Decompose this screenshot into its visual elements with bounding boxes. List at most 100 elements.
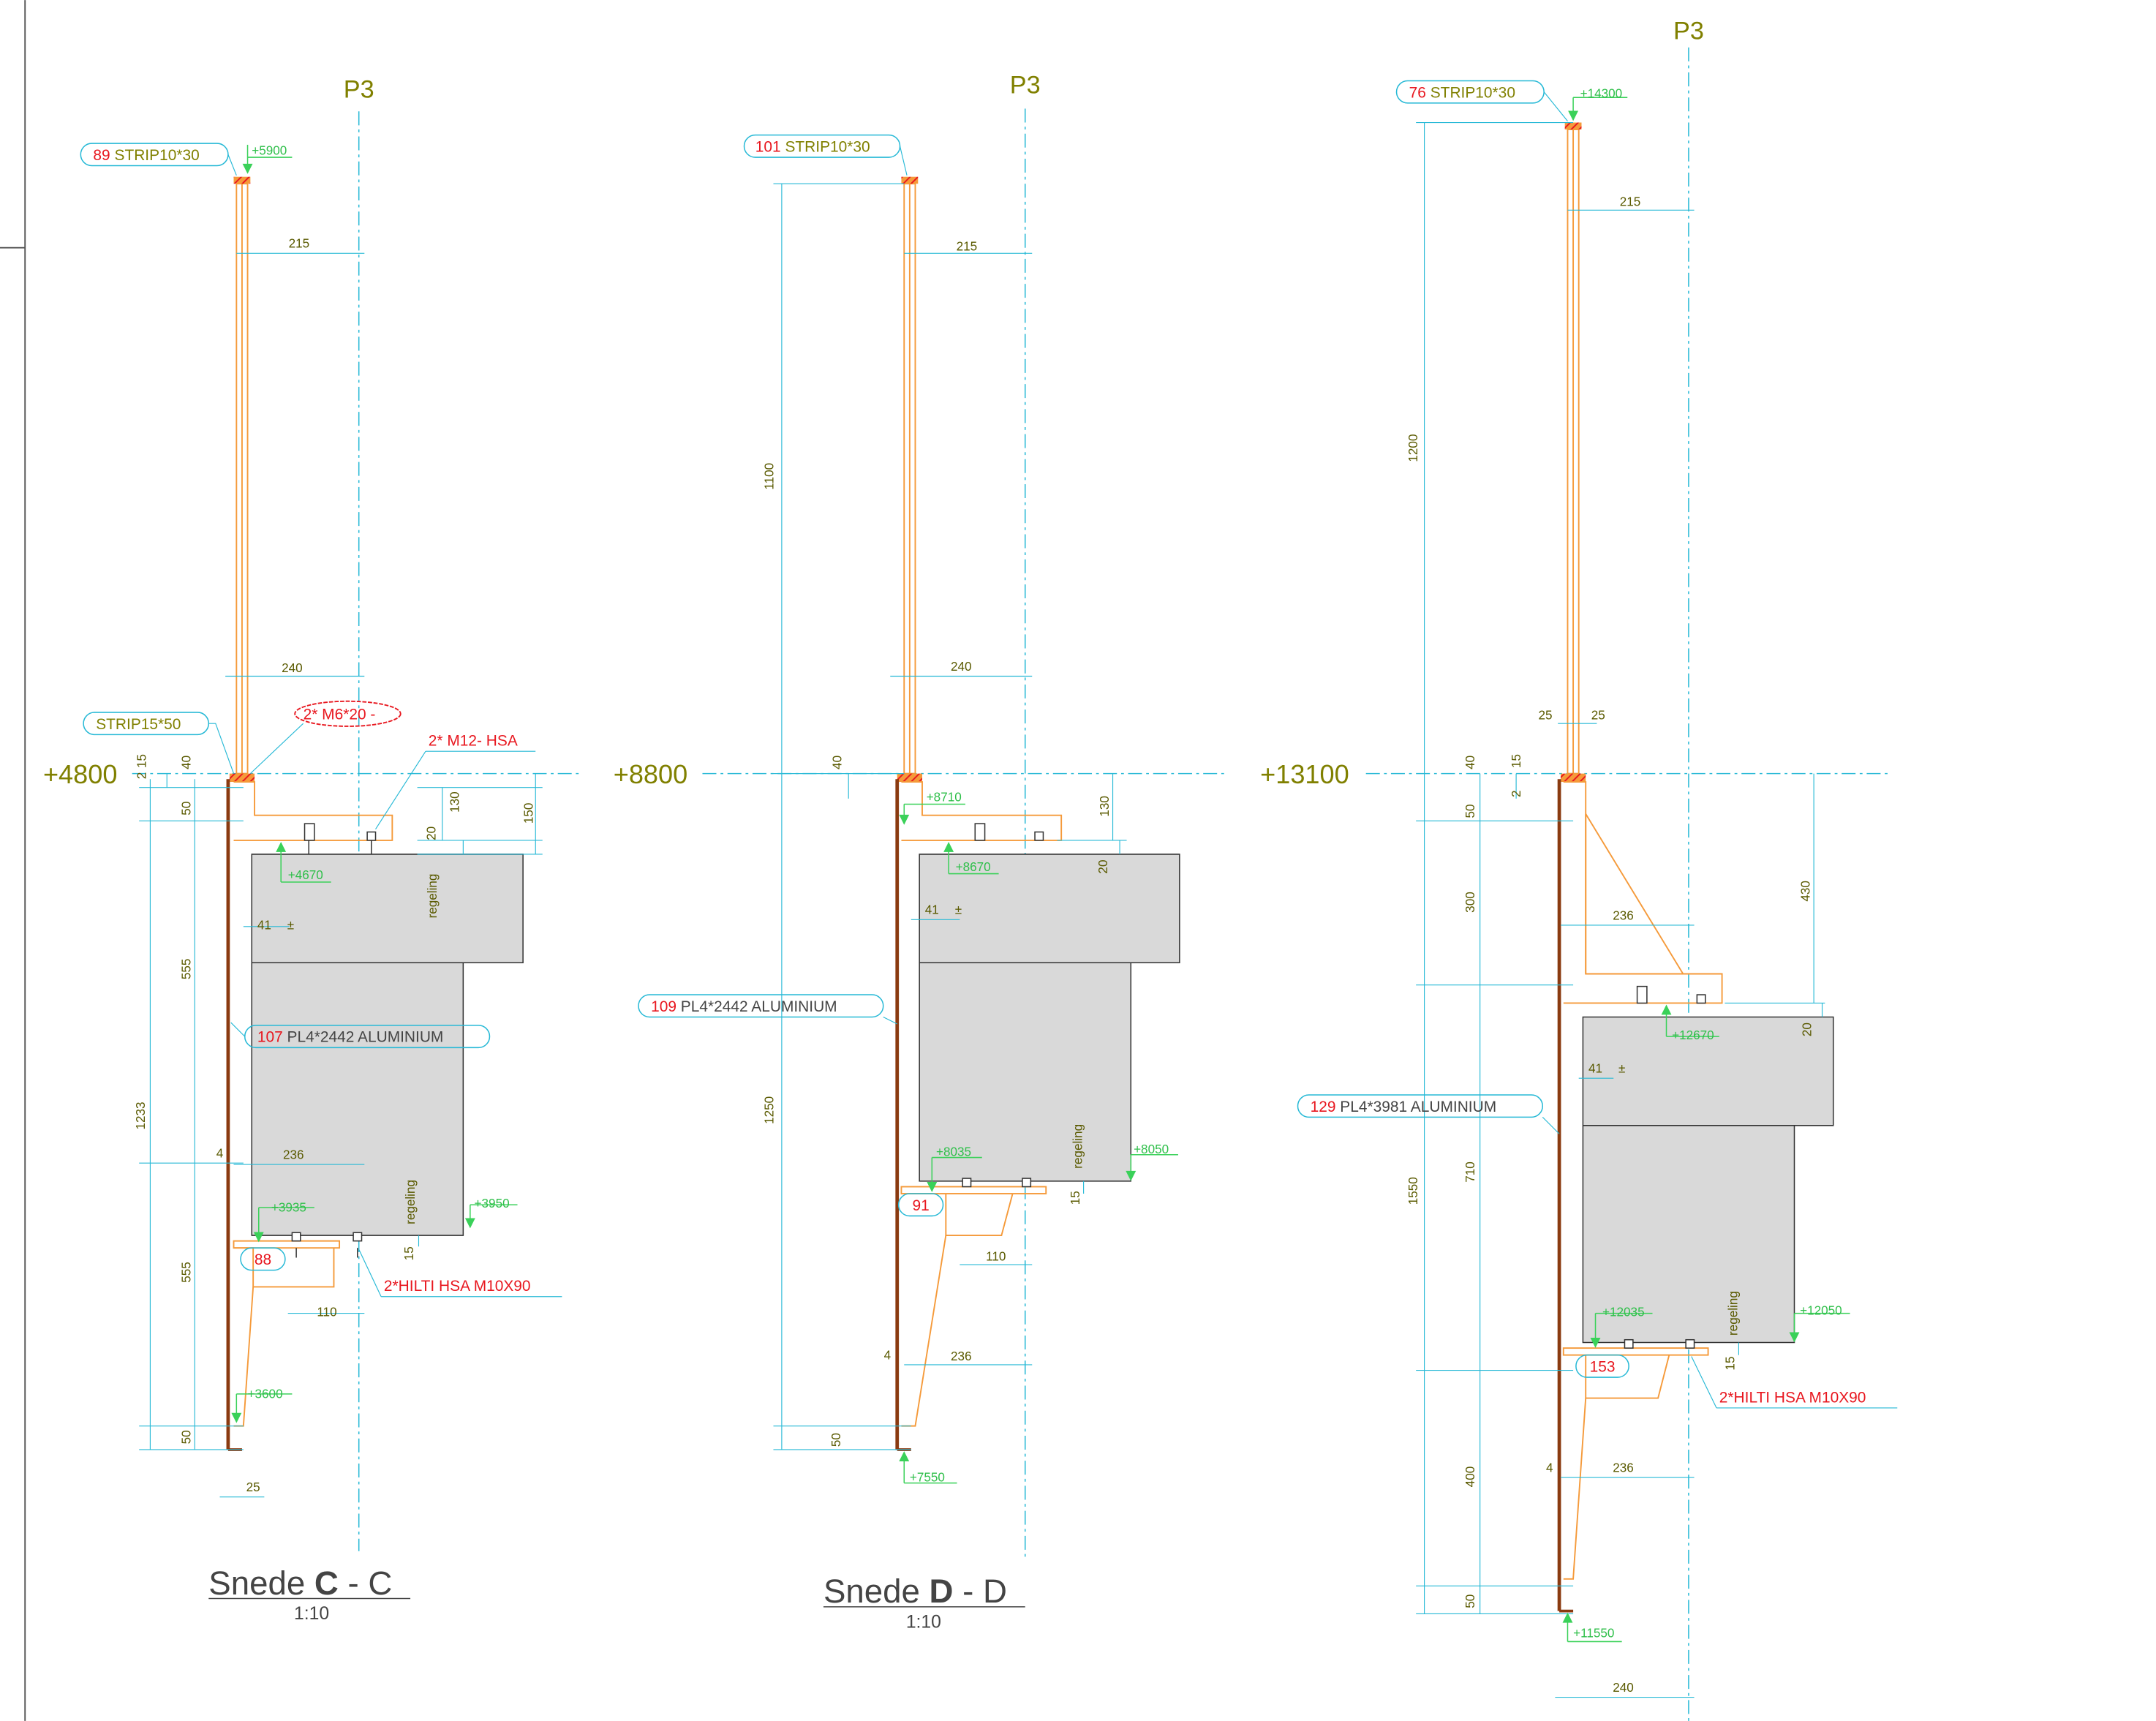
base-strip-d: [897, 773, 922, 783]
anchor-bolts-top-c: [304, 823, 377, 854]
top-strip-d: [901, 176, 919, 184]
svg-text:430: 430: [1798, 881, 1812, 902]
svg-text:129 PL4*3981 ALUMINIUM: 129 PL4*3981 ALUMINIUM: [1311, 1099, 1497, 1115]
svg-text:50: 50: [1463, 804, 1477, 818]
anchor-bolts-top-e: [1636, 985, 1706, 1004]
svg-text:25: 25: [1591, 708, 1605, 722]
svg-text:4: 4: [1546, 1461, 1553, 1475]
svg-text:50: 50: [1463, 1594, 1477, 1608]
svg-text:400: 400: [1463, 1466, 1477, 1488]
anchor-tag-bottom-e: 2*HILTI HSA M10X90: [1691, 1356, 1898, 1409]
dimension-lines-e: [1416, 121, 1825, 1698]
svg-text:150: 150: [521, 803, 535, 824]
section-right: P3: [1260, 17, 1898, 1721]
svg-text:1200: 1200: [1406, 434, 1420, 462]
svg-text:+5900: +5900: [252, 143, 287, 157]
svg-text:130: 130: [1098, 796, 1112, 817]
svg-text:710: 710: [1463, 1161, 1477, 1183]
bottom-bracket-e: [1562, 1347, 1709, 1580]
svg-text:4: 4: [884, 1348, 892, 1362]
anchor-bolts-bottom-c: [291, 1232, 363, 1258]
anchor-tag-bottom-c: 2*HILTI HSA M10X90: [358, 1249, 562, 1298]
section-d-d: P3: [614, 72, 1180, 1632]
svg-text:+3950: +3950: [475, 1197, 510, 1210]
dimension-texts-d: 215 240 236 110 41 ± 4 40 130 20 15 1100…: [762, 240, 1111, 1447]
svg-text:Snede C - C: Snede C - C: [208, 1564, 392, 1602]
dimension-texts-e: 215 25 25 236 236 240 41 ± 4 40 15 2 50 …: [1406, 195, 1814, 1695]
svg-text:regeling: regeling: [1727, 1291, 1741, 1336]
svg-text:240: 240: [1613, 1681, 1634, 1695]
top-tag-e: 76 STRIP10*30: [1395, 80, 1568, 121]
level-markers-d: [899, 803, 1178, 1484]
svg-text:101 STRIP10*30: 101 STRIP10*30: [755, 138, 870, 155]
svg-text:STRIP15*50: STRIP15*50: [96, 716, 181, 733]
top-bracket-e: [1563, 781, 1723, 1004]
svg-text:±: ±: [955, 903, 962, 917]
bracket-tag-c: 88: [240, 1247, 286, 1271]
section-title-d: Snede D - D 1:10: [823, 1573, 1025, 1632]
svg-text:41: 41: [925, 903, 939, 917]
svg-text:2: 2: [1509, 790, 1523, 797]
svg-text:41: 41: [1588, 1062, 1602, 1076]
svg-text:1:10: 1:10: [294, 1604, 329, 1624]
svg-text:40: 40: [831, 756, 845, 769]
dimension-texts-c: 215 240 236 110 41 ± 25 4 2 15 40 50 130…: [134, 237, 536, 1494]
svg-text:50: 50: [180, 802, 194, 816]
plate-tag-d: 109 PL4*2442 ALUMINIUM: [638, 994, 898, 1025]
svg-text:regeling: regeling: [426, 874, 440, 919]
balustrade-post-c: [235, 183, 249, 775]
svg-text:2: 2: [135, 772, 149, 780]
plate-tag-c: 107 PL4*2442 ALUMINIUM: [230, 1022, 491, 1049]
svg-text:15: 15: [1068, 1191, 1082, 1205]
svg-text:215: 215: [957, 240, 978, 254]
svg-text:40: 40: [180, 756, 194, 769]
main-level-c: +4800: [43, 759, 117, 789]
svg-text:15: 15: [402, 1246, 416, 1260]
svg-text:+11550: +11550: [1573, 1627, 1614, 1641]
level-markers-c: [231, 144, 518, 1423]
svg-text:±: ±: [287, 919, 294, 933]
svg-text:+8050: +8050: [1134, 1142, 1169, 1156]
strip-tag-c: STRIP15*50: [83, 712, 235, 774]
svg-text:20: 20: [424, 826, 438, 840]
anchor-bolts-bottom-d: [962, 1178, 1032, 1188]
svg-text:240: 240: [951, 660, 972, 674]
svg-text:236: 236: [1613, 908, 1634, 922]
top-strip-c: [233, 176, 251, 184]
revision-cloud-c: 2* M6*20 -: [249, 700, 402, 775]
svg-text:153: 153: [1590, 1358, 1616, 1375]
svg-text:Snede D - D: Snede D - D: [823, 1573, 1007, 1610]
svg-text:+4670: +4670: [288, 868, 323, 882]
svg-text:89 STRIP10*30: 89 STRIP10*30: [93, 147, 199, 164]
svg-text:+3935: +3935: [271, 1201, 306, 1215]
svg-text:300: 300: [1463, 892, 1477, 913]
svg-text:50: 50: [829, 1433, 843, 1447]
svg-text:2*HILTI HSA M10X90: 2*HILTI HSA M10X90: [1719, 1389, 1866, 1406]
balustrade-post-d: [903, 183, 916, 775]
dimension-lines-d: [773, 183, 1127, 1450]
svg-text:236: 236: [283, 1148, 304, 1161]
svg-text:50: 50: [180, 1430, 194, 1444]
svg-text:25: 25: [1539, 708, 1553, 722]
svg-text:+8670: +8670: [956, 860, 991, 874]
top-profile-c: [233, 781, 393, 841]
svg-text:±: ±: [1618, 1062, 1625, 1076]
concrete-slab-e: [1582, 1016, 1834, 1344]
svg-text:1233: 1233: [134, 1101, 148, 1129]
svg-text:41: 41: [257, 919, 271, 933]
svg-text:130: 130: [448, 791, 462, 813]
balustrade-post-e: [1567, 129, 1580, 775]
axis-label-d: P3: [1010, 72, 1041, 99]
svg-text:15: 15: [1724, 1357, 1738, 1371]
svg-text:15: 15: [1509, 754, 1523, 768]
bracket-tag-d: 91: [897, 1193, 944, 1217]
svg-text:1550: 1550: [1406, 1177, 1420, 1205]
base-strip-c: [229, 773, 255, 783]
sheet-border: [0, 0, 26, 1721]
svg-text:+8710: +8710: [927, 791, 962, 805]
main-level-e: +13100: [1260, 759, 1349, 789]
svg-text:20: 20: [1800, 1023, 1814, 1036]
svg-text:25: 25: [246, 1480, 260, 1494]
level-texts-c: +5900 +4670 +3935 +3950 +3600: [248, 143, 510, 1401]
